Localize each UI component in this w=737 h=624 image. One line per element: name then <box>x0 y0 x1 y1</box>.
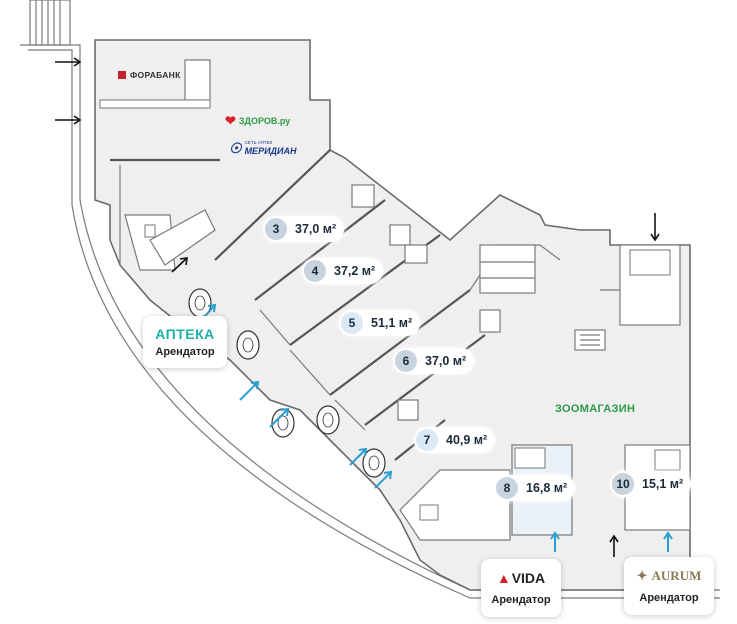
unit-number: 8 <box>496 477 518 499</box>
globe-icon: ☉ <box>229 140 242 156</box>
unit-label-6[interactable]: 6 37,0 м² <box>393 348 475 374</box>
forabank-logo: ФОРАБАНК <box>118 70 181 80</box>
outer-facade <box>20 44 720 591</box>
unit-area: 37,0 м² <box>295 222 337 236</box>
unit-number: 10 <box>612 473 634 495</box>
entrance-mats <box>188 288 386 478</box>
tenant-role: Арендатор <box>155 346 215 358</box>
service-arrows <box>55 57 660 557</box>
tenant-role: Арендатор <box>491 594 551 606</box>
heart-icon: ❤ <box>225 113 236 128</box>
meridian-logo: ☉ СЕТЬ АПТЕК МЕРИДИАН <box>229 140 297 156</box>
unit-number: 5 <box>341 312 363 334</box>
unit-label-8[interactable]: 8 16,8 м² <box>494 475 576 501</box>
unit-label-3[interactable]: 3 37,0 м² <box>263 216 345 242</box>
zoo-store-label: ЗООМАГАЗИН <box>555 403 636 415</box>
unit-area: 37,2 м² <box>334 264 376 278</box>
apteka-logo: АПТЕКА <box>155 326 215 342</box>
unit-area: 40,9 м² <box>446 433 488 447</box>
unit-label-7[interactable]: 7 40,9 м² <box>414 427 496 453</box>
unit-area: 37,0 м² <box>425 354 467 368</box>
staircase <box>29 0 71 46</box>
unit-label-4[interactable]: 4 37,2 м² <box>302 258 384 284</box>
forabank-icon <box>118 71 126 79</box>
vida-logo: ▲ VIDA <box>496 570 546 586</box>
toilets <box>351 184 501 421</box>
unit-number: 3 <box>265 218 287 240</box>
aurum-logo: ✦ AURUM <box>636 568 702 583</box>
unit-label-5[interactable]: 5 51,1 м² <box>339 310 421 336</box>
tenant-card-aurum[interactable]: ✦ AURUM Арендатор <box>624 557 714 615</box>
tenant-card-apteka[interactable]: АПТЕКА Арендатор <box>143 316 227 368</box>
unit-number: 4 <box>304 260 326 282</box>
unit-number: 7 <box>416 429 438 451</box>
unit-area: 16,8 м² <box>526 481 568 495</box>
zdorov-logo: ❤ ЗДОРОВ.ру <box>225 113 291 128</box>
unit-area: 15,1 м² <box>642 477 684 491</box>
unit-area: 51,1 м² <box>371 316 413 330</box>
vida-icon: ▲ <box>496 570 511 586</box>
unit-number: 6 <box>395 350 417 372</box>
unit-label-10[interactable]: 10 15,1 м² <box>610 471 692 497</box>
bank-toilet <box>184 59 211 101</box>
tenant-role: Арендатор <box>639 592 699 604</box>
entrance-arrows <box>199 303 673 552</box>
aurum-icon: ✦ <box>636 568 648 583</box>
tenant-card-vida[interactable]: ▲ VIDA Арендатор <box>481 559 561 617</box>
